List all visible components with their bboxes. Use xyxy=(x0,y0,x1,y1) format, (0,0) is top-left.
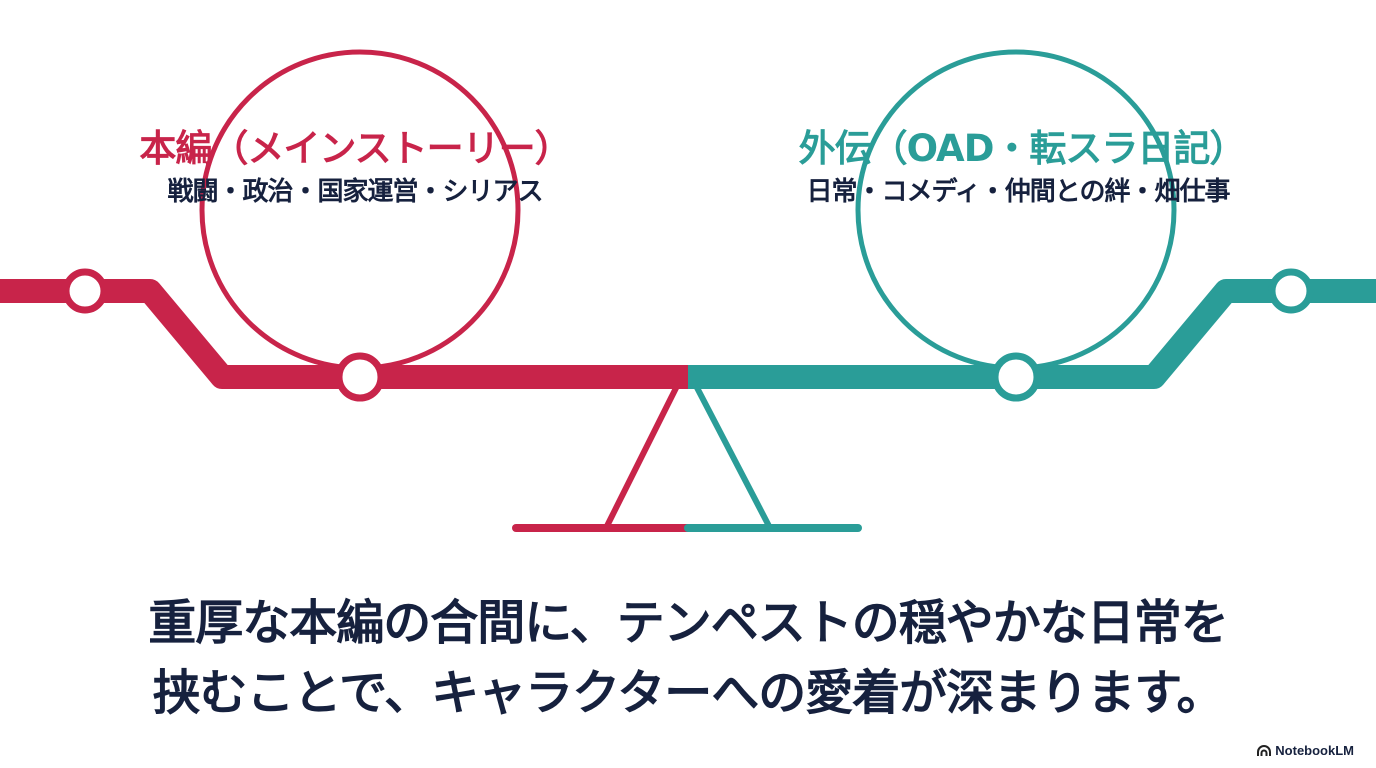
station-node-right-end xyxy=(1268,268,1314,314)
station-node-left-end xyxy=(62,268,108,314)
side-story-subtitle: 日常・コメディ・仲間との絆・畑仕事 xyxy=(806,177,1231,207)
main-story-loop xyxy=(199,49,521,371)
caption-line-1: 重厚な本編の合間に、テンペストの穏やかな日常を xyxy=(148,595,1229,651)
main-story-title: 本編（メインストーリー） xyxy=(139,127,571,170)
station-node-side-story xyxy=(991,352,1041,402)
side-story-title: 外伝（OAD・転スラ日記） xyxy=(798,127,1247,170)
station-node-main-story xyxy=(335,352,385,402)
caption-line-2: 挟むことで、キャラクターへの愛着が深まります。 xyxy=(152,665,1225,721)
notebooklm-watermark: NotebookLM xyxy=(1257,743,1354,758)
side-story-loop xyxy=(855,49,1177,371)
main-story-subtitle: 戦闘・政治・国家運営・シリアス xyxy=(167,177,543,207)
caption: 重厚な本編の合間に、テンペストの穏やかな日常を 挟むことで、キャラクターへの愛着… xyxy=(0,588,1376,728)
fulcrum-right-leg xyxy=(690,378,773,530)
watermark-text: NotebookLM xyxy=(1275,743,1354,758)
fulcrum-left-leg xyxy=(603,378,683,530)
notebooklm-logo-icon xyxy=(1257,744,1272,756)
